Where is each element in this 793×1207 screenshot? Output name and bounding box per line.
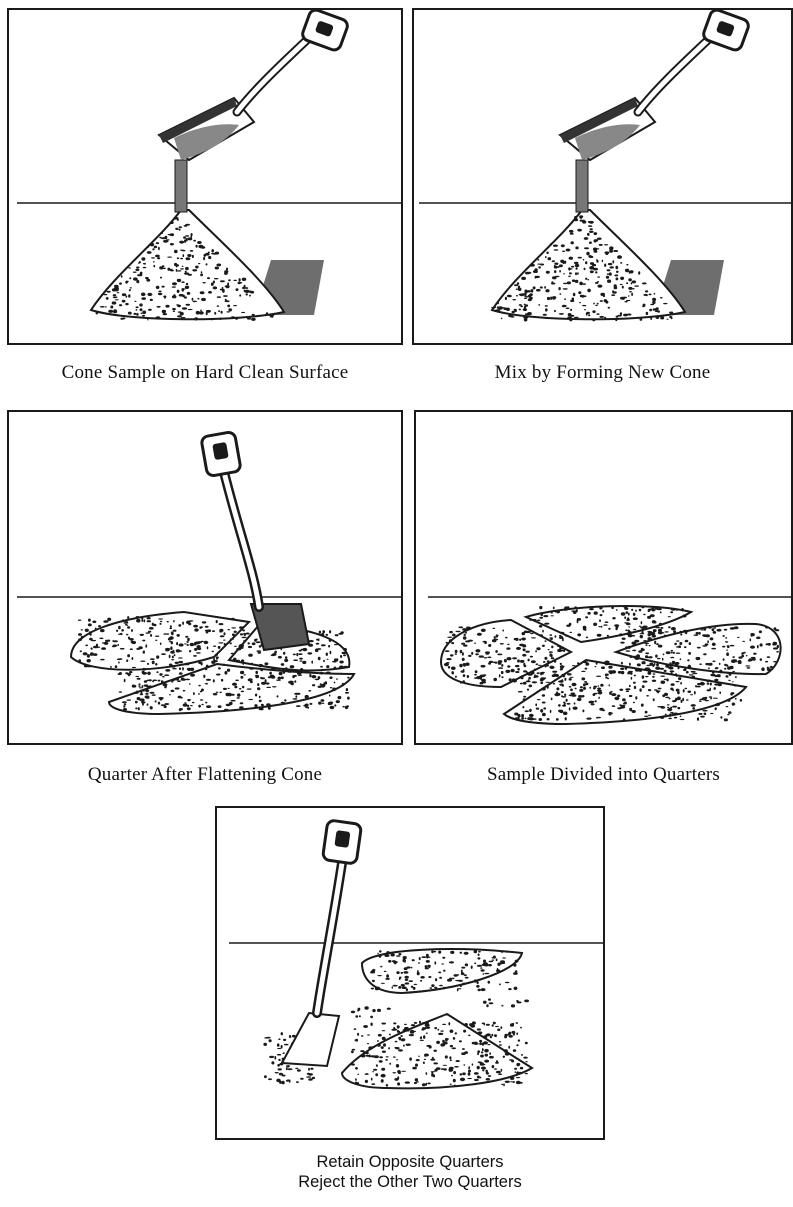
aggregate-quarter: [109, 664, 354, 714]
mix-cone-panel: [412, 8, 793, 345]
cone-sample-panel: [7, 8, 403, 345]
retain-quarters-panel: [215, 806, 605, 1140]
caption-retain-line1: Retain Opposite Quarters: [215, 1152, 605, 1172]
aggregate-quarter: [441, 620, 571, 687]
caption-retain-quarters: Retain Opposite Quarters Reject the Othe…: [215, 1152, 605, 1192]
caption-cone-sample: Cone Sample on Hard Clean Surface: [7, 362, 403, 384]
caption-retain-line2: Reject the Other Two Quarters: [215, 1172, 605, 1192]
divided-quarters-panel: [414, 410, 793, 745]
quarter-flatten-panel: [7, 410, 403, 745]
quarter-flatten-illustration: [9, 412, 401, 743]
retain-quarters-illustration: [217, 808, 603, 1138]
aggregate-quarter: [71, 612, 249, 670]
shovel-icon: [560, 10, 750, 160]
falling-aggregate: [175, 160, 187, 212]
caption-divided-quarters: Sample Divided into Quarters: [414, 764, 793, 786]
caption-quarter-flatten: Quarter After Flattening Cone: [7, 764, 403, 786]
caption-mix-cone: Mix by Forming New Cone: [412, 362, 793, 384]
aggregate-cone: [91, 210, 284, 319]
shovel-icon: [159, 10, 349, 160]
falling-aggregate: [576, 160, 588, 212]
divided-quarters-illustration: [416, 412, 791, 743]
mix-cone-illustration: [414, 10, 791, 343]
cone-sample-illustration: [9, 10, 401, 343]
aggregate-quarter: [342, 1014, 532, 1088]
